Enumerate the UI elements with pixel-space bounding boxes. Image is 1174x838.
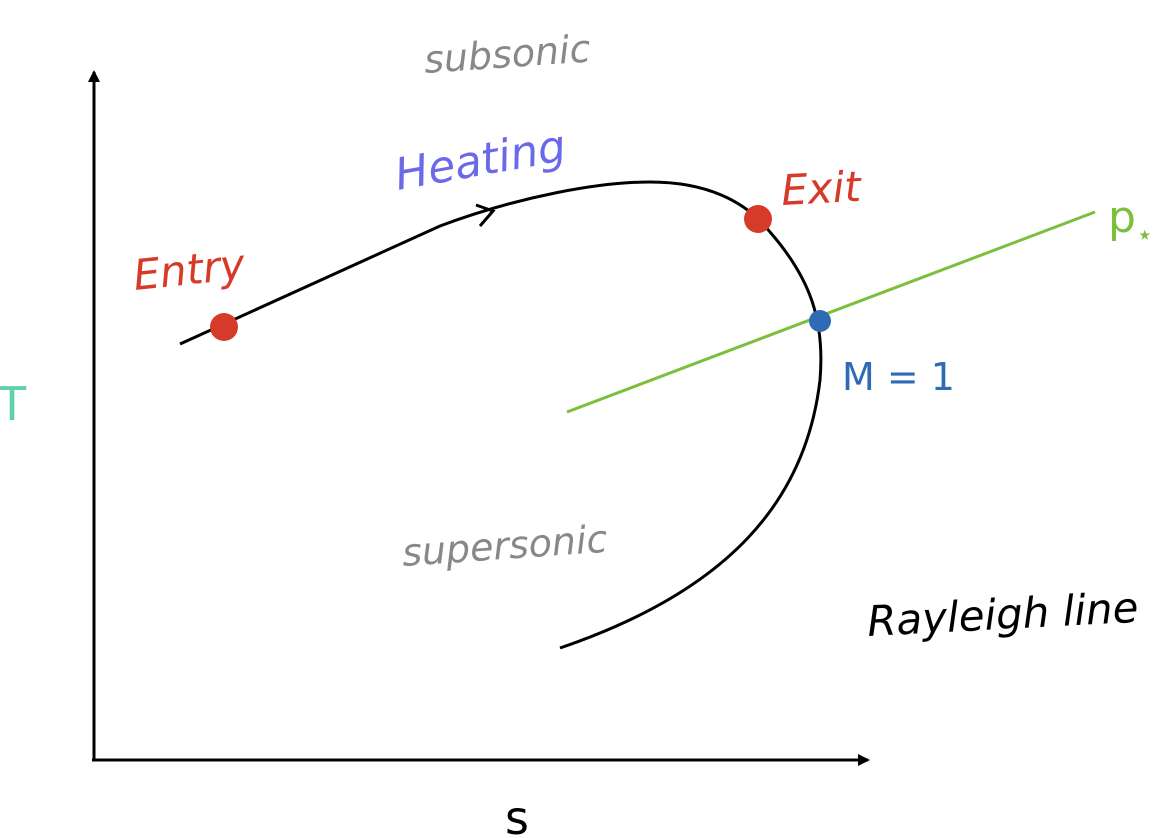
entry-point (210, 313, 238, 341)
pressure-label-base: p (1108, 192, 1136, 243)
rayleigh-curve (179, 180, 823, 650)
exit-point (744, 205, 772, 233)
y-axis-label: T (0, 377, 27, 431)
heating-label: Heating (391, 121, 570, 201)
rayleigh-line-label: Rayleigh line (866, 583, 1140, 646)
supersonic-label: supersonic (401, 517, 609, 575)
entry-label: Entry (131, 239, 248, 300)
pressure-line (566, 210, 1096, 414)
subsonic-label: subsonic (423, 26, 592, 82)
pressure-line-label: p⋆ (1108, 192, 1153, 251)
sonic-label: M = 1 (842, 355, 955, 399)
pressure-label-subscript: ⋆ (1136, 218, 1154, 251)
exit-label: Exit (780, 162, 864, 215)
x-axis-label: s (505, 791, 529, 838)
sonic-point (809, 310, 831, 332)
heating-arrow-icon (475, 203, 496, 227)
